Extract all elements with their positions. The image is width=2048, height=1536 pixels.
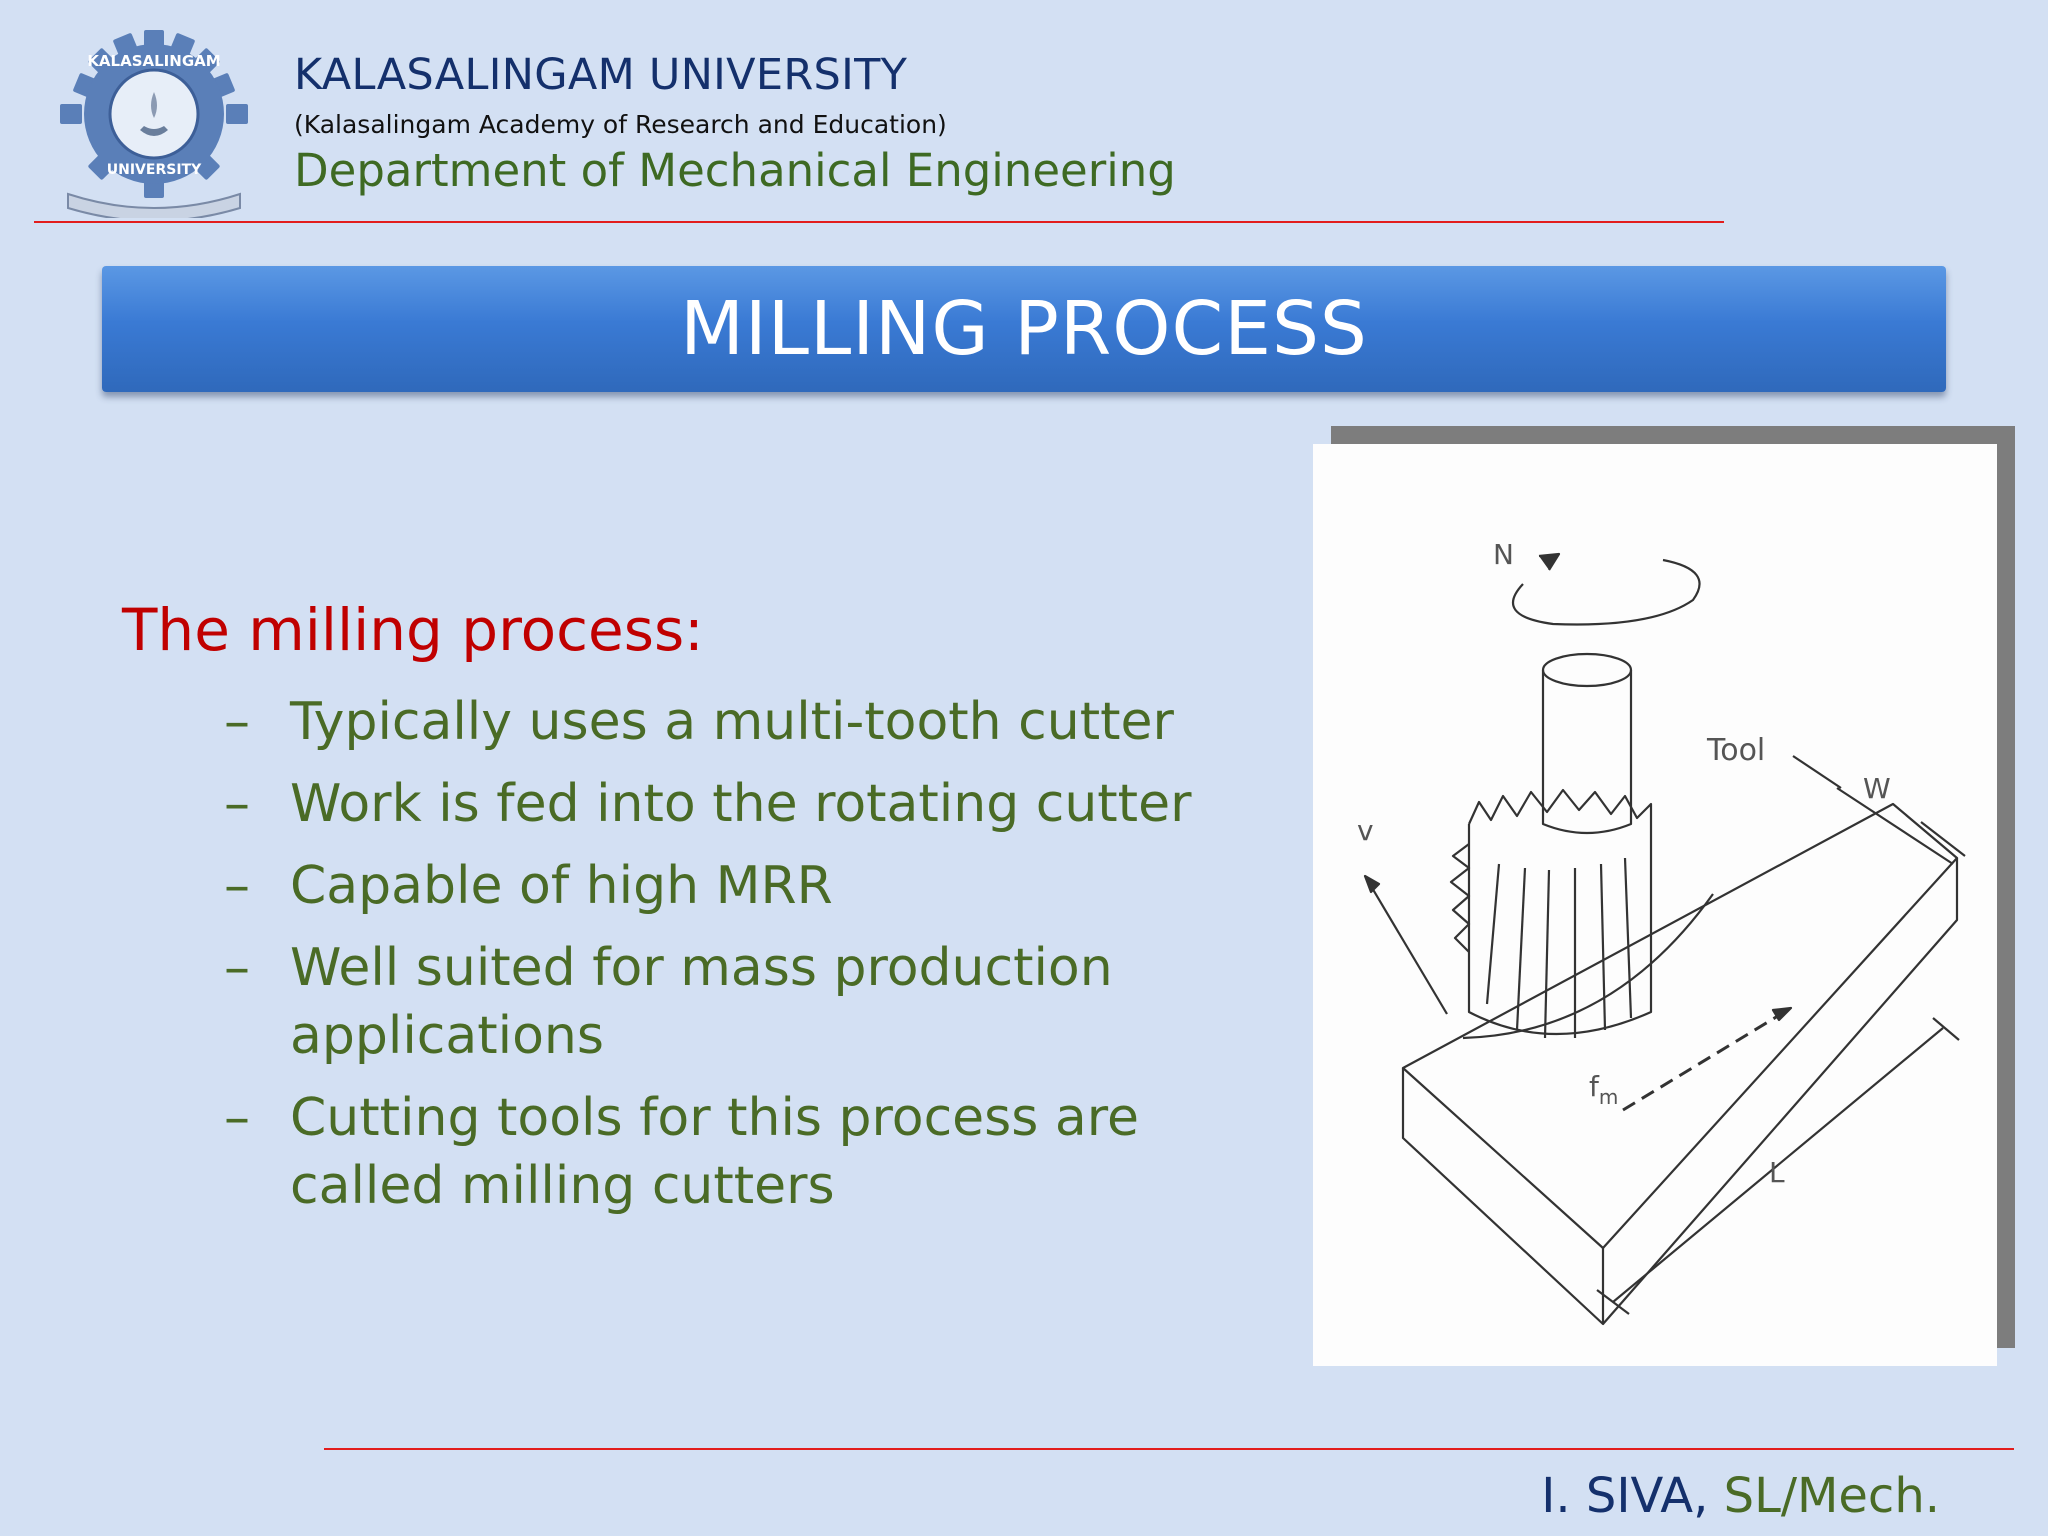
bullet-item: – Well suited for mass production applic… <box>218 934 1228 1070</box>
bullet-text: Capable of high MRR <box>290 856 833 916</box>
label-tool: Tool <box>1706 733 1765 768</box>
dash-marker: – <box>224 856 250 916</box>
bullet-list: – Typically uses a multi-tooth cutter – … <box>218 688 1228 1234</box>
university-logo: KALASALINGAM UNIVERSITY <box>48 26 260 222</box>
dash-marker: – <box>224 1088 250 1148</box>
label-n: N <box>1493 538 1514 571</box>
university-name: KALASALINGAM UNIVERSITY <box>294 50 908 100</box>
bullet-text: Work is fed into the rotating cutter <box>290 774 1192 834</box>
label-l: L <box>1769 1156 1785 1189</box>
shaft-top <box>1541 652 1633 688</box>
workpiece-top <box>1401 802 1959 1250</box>
bullet-item: – Capable of high MRR <box>218 852 1228 920</box>
label-feed: fm <box>1589 1070 1618 1109</box>
svg-text:KALASALINGAM: KALASALINGAM <box>87 52 220 70</box>
bullet-item: – Cutting tools for this process are cal… <box>218 1084 1228 1220</box>
feed-arrow <box>1622 1006 1792 1112</box>
department-name: Department of Mechanical Engineering <box>294 144 1176 197</box>
bullet-text: Typically uses a multi-tooth cutter <box>290 692 1174 752</box>
title-bar: MILLING PROCESS <box>102 266 1946 392</box>
footer-credit: I. SIVA, SL/Mech. <box>1541 1468 1940 1524</box>
bullet-text: Well suited for mass production applicat… <box>290 938 1113 1066</box>
width-dimension <box>1836 787 1954 865</box>
rotation-arrow <box>1512 558 1701 626</box>
footer-divider <box>324 1448 2014 1450</box>
length-dimension <box>1612 1027 1944 1303</box>
bullet-text: Cutting tools for this process are calle… <box>290 1088 1139 1216</box>
bullet-item: – Typically uses a multi-tooth cutter <box>218 688 1228 756</box>
dash-marker: – <box>224 938 250 998</box>
dash-marker: – <box>224 774 250 834</box>
svg-text:UNIVERSITY: UNIVERSITY <box>107 162 202 178</box>
content-heading: The milling process: <box>122 596 704 664</box>
tool-shaft <box>1541 670 1633 835</box>
label-w: W <box>1863 772 1891 805</box>
milling-diagram: N Tool W v fm L <box>1313 444 1997 1366</box>
label-feed-sub: m <box>1599 1085 1618 1109</box>
label-feed-f: f <box>1589 1070 1600 1103</box>
workpiece-front <box>1401 1068 1605 1326</box>
cutter-body <box>1467 824 1653 1036</box>
bullet-item: – Work is fed into the rotating cutter <box>218 770 1228 838</box>
dash-marker: – <box>224 692 250 752</box>
milling-diagram-svg: N Tool W v fm L <box>1357 538 1966 1326</box>
slide-title: MILLING PROCESS <box>680 286 1368 372</box>
author-role: SL/Mech. <box>1708 1468 1940 1524</box>
velocity-arrow <box>1364 875 1448 1015</box>
label-v: v <box>1357 814 1374 847</box>
university-subtitle: (Kalasalingam Academy of Research and Ed… <box>294 110 947 139</box>
author-name: I. SIVA, <box>1541 1468 1709 1524</box>
cutter-teeth-top <box>1467 788 1653 825</box>
header-divider <box>34 221 1724 223</box>
workpiece-side <box>1602 858 1959 1325</box>
